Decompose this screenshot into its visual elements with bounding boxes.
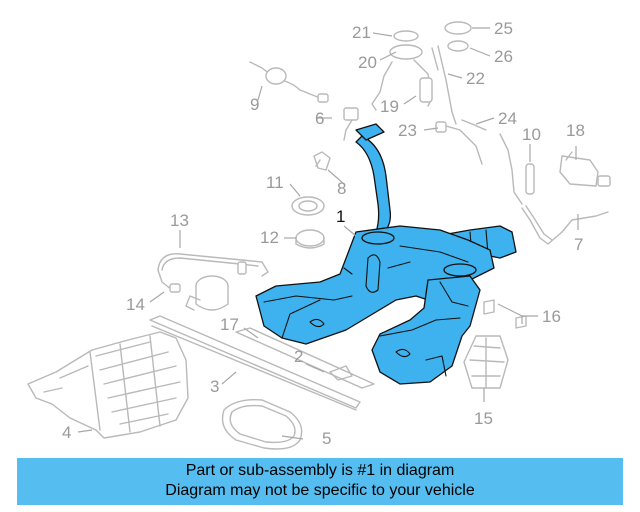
callout-9: 9 xyxy=(250,95,259,114)
callout-26: 26 xyxy=(494,47,513,66)
callout-11: 11 xyxy=(266,173,284,192)
callout-8: 8 xyxy=(337,179,346,198)
callout-5: 5 xyxy=(322,429,331,448)
callout-13: 13 xyxy=(170,211,189,230)
callout-20: 20 xyxy=(358,53,377,72)
callout-25: 25 xyxy=(494,19,513,38)
filter-part xyxy=(185,275,229,311)
callout-2: 2 xyxy=(294,347,303,366)
callout-14: 14 xyxy=(126,295,145,314)
bracket-part xyxy=(313,151,331,171)
callout-18: 18 xyxy=(566,121,585,140)
clip-part xyxy=(483,299,527,329)
diagram-notice-banner: Part or sub-assembly is #1 in diagram Di… xyxy=(17,458,623,505)
valve-part xyxy=(559,151,611,187)
cover-plate-part xyxy=(221,399,303,450)
pump-shield-part xyxy=(463,335,509,389)
wire-harness-part xyxy=(249,61,329,103)
leader-lines xyxy=(77,27,579,440)
vent-line-part xyxy=(157,253,269,293)
callout-7: 7 xyxy=(574,235,583,254)
fuel-line-part xyxy=(521,205,609,245)
callout-15: 15 xyxy=(474,409,493,428)
callout-1: 1 xyxy=(336,207,345,226)
callout-10: 10 xyxy=(522,125,541,144)
ring-part xyxy=(291,196,325,249)
callout-24: 24 xyxy=(498,109,517,128)
callout-19: 19 xyxy=(380,97,399,116)
callout-22: 22 xyxy=(466,69,485,88)
pump-assembly-part xyxy=(371,21,487,165)
parts-diagram: 1 2 3 4 5 6 7 8 9 10 11 12 13 14 15 16 1… xyxy=(27,19,611,450)
callout-4: 4 xyxy=(62,423,71,442)
fuel-tank-part xyxy=(255,123,517,385)
callout-21: 21 xyxy=(352,23,371,42)
notice-line-2: Diagram may not be specific to your vehi… xyxy=(165,482,475,499)
callout-23: 23 xyxy=(398,121,417,140)
callout-16: 16 xyxy=(542,307,561,326)
heat-shield-part xyxy=(27,331,189,439)
callout-17: 17 xyxy=(220,315,239,334)
callout-12: 12 xyxy=(260,228,279,247)
callout-6: 6 xyxy=(315,109,324,128)
callout-3: 3 xyxy=(210,377,219,396)
connector-part xyxy=(343,107,359,141)
notice-line-1: Part or sub-assembly is #1 in diagram xyxy=(185,462,455,479)
hose-part xyxy=(499,133,535,205)
